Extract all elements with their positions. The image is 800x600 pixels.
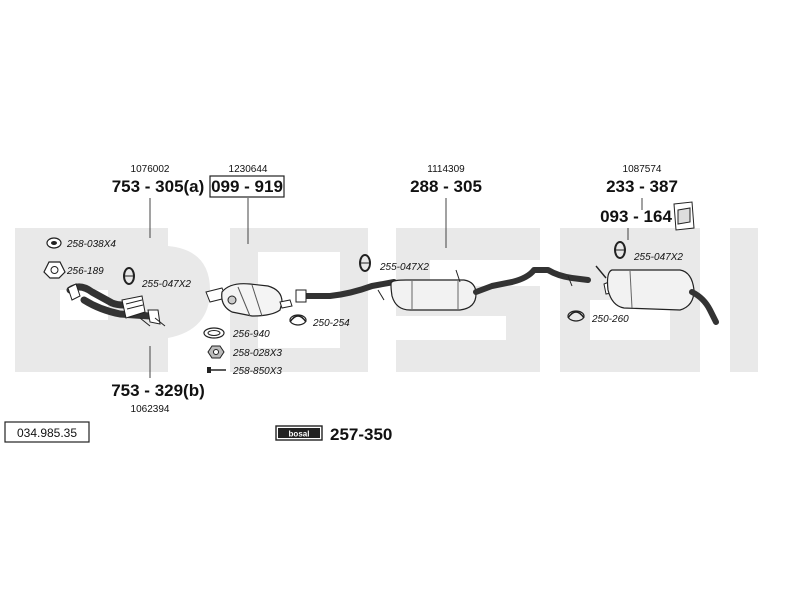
front-pipe-oem-number: 1062394 xyxy=(131,404,170,415)
rear-silencer-drawing[interactable] xyxy=(595,265,719,325)
mid-hanger-label: 250-254 xyxy=(312,318,350,329)
manifold-flange-label: 256-189 xyxy=(66,266,104,277)
cat-oem-number: 1230644 xyxy=(229,164,268,175)
rear-part-number[interactable]: 233 - 387 xyxy=(606,177,678,196)
rear-mount-icon[interactable] xyxy=(673,201,695,231)
mounting-kit-part-number[interactable]: 257-350 xyxy=(330,425,392,444)
manifold-part-number[interactable]: 753 - 305(a) xyxy=(112,177,205,196)
kit-brand-text: bosal xyxy=(289,430,310,439)
nut-icon[interactable] xyxy=(207,345,225,359)
rear-mount-part-number[interactable]: 093 - 164 xyxy=(600,207,672,226)
cat-part-box xyxy=(209,175,285,198)
catalog-number-box xyxy=(4,421,90,443)
cat-nut-label: 258-028X3 xyxy=(232,348,282,359)
cat-gasket-icon[interactable] xyxy=(203,327,225,339)
cat-gasket-label: 256-940 xyxy=(232,329,270,340)
rear-oem-number: 1087574 xyxy=(623,164,662,175)
mid-pipe-drawing[interactable] xyxy=(295,267,591,311)
bolt-icon[interactable] xyxy=(207,367,226,373)
mid-oem-number: 1114309 xyxy=(427,164,465,175)
cat-part-number[interactable]: 099 - 919 xyxy=(211,177,283,196)
front-pipe-part-number[interactable]: 753 - 329(b) xyxy=(111,381,205,400)
rear-clamp-icon[interactable] xyxy=(614,241,626,259)
mounting-kit-icon[interactable]: bosal xyxy=(275,425,323,441)
flange-icon[interactable] xyxy=(43,261,66,279)
mid-clamp-label: 255-047X2 xyxy=(379,262,429,273)
mid-clamp-icon[interactable] xyxy=(359,254,371,272)
manifold-gasket-label: 258-038X4 xyxy=(66,239,116,250)
front-pipe-drawing[interactable] xyxy=(66,283,166,327)
catalytic-converter-drawing[interactable] xyxy=(205,283,293,317)
gasket-ring-icon[interactable] xyxy=(46,237,62,249)
rear-hanger-icon[interactable] xyxy=(567,310,585,322)
catalog-number: 034.985.35 xyxy=(17,426,77,440)
mid-part-number[interactable]: 288 - 305 xyxy=(410,177,482,196)
leader-lines xyxy=(149,198,643,378)
manifold-clamp-label: 255-047X2 xyxy=(141,279,191,290)
clamp-icon[interactable] xyxy=(123,267,135,285)
cat-bolt-label: 258-850X3 xyxy=(232,366,282,377)
rear-hanger-label: 250-260 xyxy=(591,314,629,325)
rear-clamp-label: 255-047X2 xyxy=(633,252,683,263)
manifold-oem-number: 1076002 xyxy=(131,164,170,175)
mid-hanger-icon[interactable] xyxy=(289,314,307,326)
